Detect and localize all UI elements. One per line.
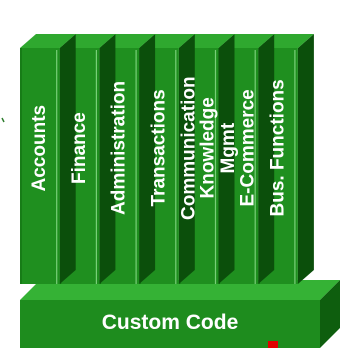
column-side (139, 34, 156, 284)
column-label: Administration (108, 80, 130, 215)
column-1 (20, 34, 76, 284)
custom-code-base (20, 280, 340, 348)
column-front (20, 48, 60, 284)
red-marker (268, 341, 278, 348)
column-label: E-Commerce (237, 89, 259, 207)
base-front-face (20, 300, 320, 348)
column-top (20, 34, 76, 48)
column-label: Knowledge (197, 97, 219, 199)
function-columns (20, 34, 314, 284)
column-label: Accounts (29, 104, 51, 192)
base-side-face (320, 280, 340, 348)
column-label: Mgmt (217, 122, 239, 174)
custom-code-label: Custom Code (101, 311, 239, 334)
column-label: Communication (178, 76, 200, 220)
column-side (99, 34, 116, 284)
column-label: Finance (68, 112, 90, 184)
column-label: Transactions (148, 89, 170, 207)
column-3 (99, 34, 156, 284)
column-side (258, 34, 275, 284)
column-side (218, 34, 235, 284)
column-side (297, 34, 314, 284)
stray-mark (1, 117, 5, 123)
base-top-face (20, 280, 340, 300)
decorations (1, 117, 278, 348)
column-side (59, 34, 76, 284)
column-side (178, 34, 195, 284)
column-label: Bus. Functions (267, 79, 289, 217)
